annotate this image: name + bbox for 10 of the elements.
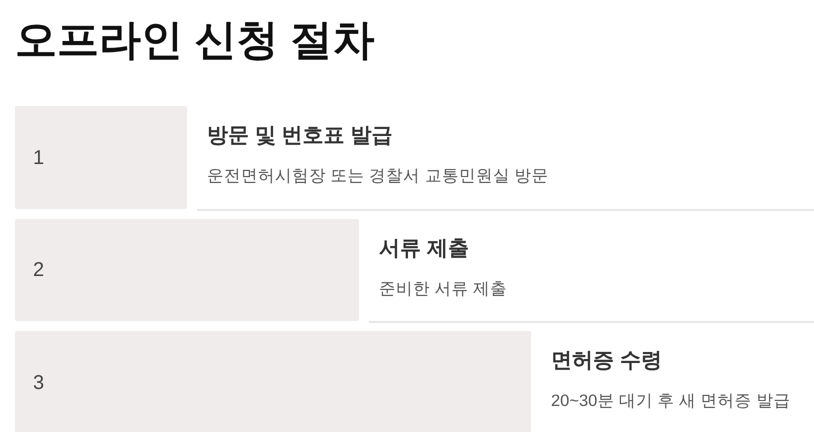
step-description: 준비한 서류 제출 (379, 279, 508, 300)
title: 오프라인 신청 절차 (15, 15, 374, 65)
step-heading: 방문 및 번호표 발급 (207, 123, 393, 149)
step-description: 운전면허시험장 또는 경찰서 교통민원실 방문 (207, 166, 548, 187)
step-heading: 면허증 수령 (551, 348, 662, 374)
step-number: 3 (33, 371, 44, 395)
step-number: 2 (33, 258, 44, 282)
step-number: 1 (33, 146, 44, 170)
step-description: 20~30분 대기 후 새 면허증 발급 (551, 391, 790, 412)
step-heading: 서류 제출 (379, 236, 469, 262)
